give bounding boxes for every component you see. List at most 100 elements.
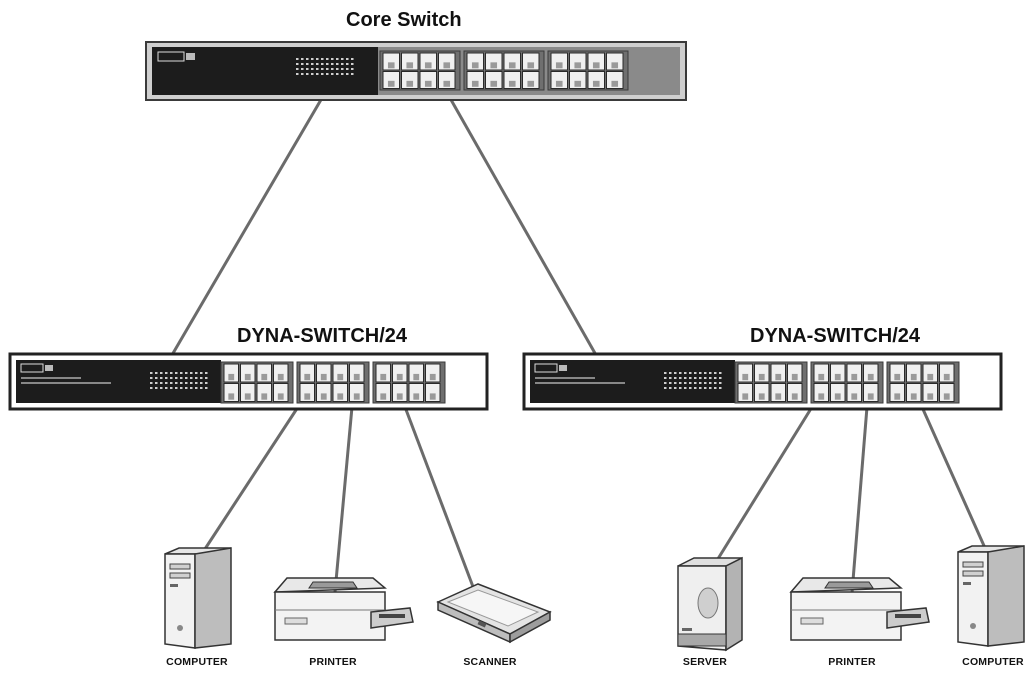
port-latch <box>574 80 582 87</box>
status-led <box>336 63 339 65</box>
ethernet-port-icon <box>375 363 391 383</box>
status-led <box>195 382 198 384</box>
port-latch <box>775 393 782 400</box>
port-latch <box>261 373 268 381</box>
port-latch <box>943 393 950 400</box>
status-led <box>180 372 183 374</box>
status-led <box>669 377 672 379</box>
status-led <box>694 382 697 384</box>
ethernet-port-icon <box>770 363 786 383</box>
drive-bay <box>169 563 191 570</box>
status-led <box>346 73 349 75</box>
status-led <box>689 387 692 389</box>
ethernet-port-icon <box>273 363 289 383</box>
ethernet-port-icon <box>466 52 484 71</box>
status-led <box>170 377 173 379</box>
ethernet-port-icon <box>830 383 846 402</box>
server-icon <box>677 556 743 652</box>
ethernet-port-icon <box>906 363 922 383</box>
status-led <box>190 382 193 384</box>
port-latch <box>611 62 619 69</box>
status-led <box>165 377 168 379</box>
connection-lines <box>170 97 987 594</box>
ethernet-port-icon <box>939 363 955 383</box>
port-latch <box>818 393 825 400</box>
ethernet-port-icon <box>316 383 332 402</box>
ethernet-port-icon <box>606 52 624 71</box>
ethernet-port-icon <box>922 383 938 402</box>
ethernet-port-icon <box>332 383 348 402</box>
brand-logo-icon <box>157 51 185 62</box>
ethernet-port-icon <box>587 71 605 89</box>
status-led <box>175 382 178 384</box>
status-led <box>185 382 188 384</box>
port-latch <box>910 393 917 400</box>
status-led <box>200 387 203 389</box>
port-latch <box>320 393 327 400</box>
link-right-computer <box>920 406 987 549</box>
server-side <box>725 556 743 652</box>
port-latch <box>406 80 414 87</box>
port-latch <box>429 373 436 381</box>
status-led <box>699 372 702 374</box>
status-led <box>331 58 334 60</box>
status-led <box>180 382 183 384</box>
port-latch <box>834 393 841 400</box>
port-latch <box>527 80 535 87</box>
link-right-printer <box>850 406 869 594</box>
status-led <box>331 73 334 75</box>
status-led <box>301 68 304 70</box>
port-latch <box>387 62 395 69</box>
ethernet-port-icon <box>299 383 315 402</box>
port-latch <box>261 393 268 400</box>
ethernet-port-icon <box>425 363 441 383</box>
ethernet-port-icon <box>737 363 753 383</box>
port-latch <box>429 393 436 400</box>
ethernet-port-icon <box>754 383 770 402</box>
port-latch <box>927 393 934 400</box>
status-led <box>689 382 692 384</box>
status-led <box>719 372 722 374</box>
ethernet-port-icon <box>240 363 256 383</box>
status-led <box>205 372 208 374</box>
ethernet-port-icon <box>382 52 400 71</box>
ethernet-port-icon <box>787 383 803 402</box>
status-led <box>321 63 324 65</box>
ethernet-port-icon <box>606 71 624 89</box>
port-latch <box>490 80 498 87</box>
status-led <box>165 372 168 374</box>
status-led <box>155 382 158 384</box>
status-led <box>160 377 163 379</box>
status-led <box>664 377 667 379</box>
port-latch <box>228 373 235 381</box>
status-led <box>351 68 354 70</box>
core-switch-label: Core Switch <box>346 9 462 31</box>
port-latch <box>424 80 432 87</box>
status-led <box>160 372 163 374</box>
status-led <box>679 372 682 374</box>
tower-side <box>987 545 1025 647</box>
status-led <box>326 73 329 75</box>
status-led <box>674 382 677 384</box>
printer-panel <box>284 617 308 625</box>
port-latch <box>758 373 765 381</box>
model-text-line <box>535 382 625 384</box>
ethernet-port-icon <box>425 383 441 402</box>
ethernet-port-icon <box>550 52 568 71</box>
paper-sheet <box>379 614 405 618</box>
link-left-printer <box>333 406 354 593</box>
status-led <box>689 377 692 379</box>
status-led <box>664 372 667 374</box>
status-led <box>170 372 173 374</box>
status-led <box>150 387 153 389</box>
status-led <box>351 73 354 75</box>
status-led <box>674 372 677 374</box>
status-led <box>311 73 314 75</box>
port-latch <box>611 80 619 87</box>
port-latch <box>353 393 360 400</box>
port-latch <box>894 373 901 381</box>
status-led <box>160 382 163 384</box>
ethernet-port-icon <box>770 383 786 402</box>
